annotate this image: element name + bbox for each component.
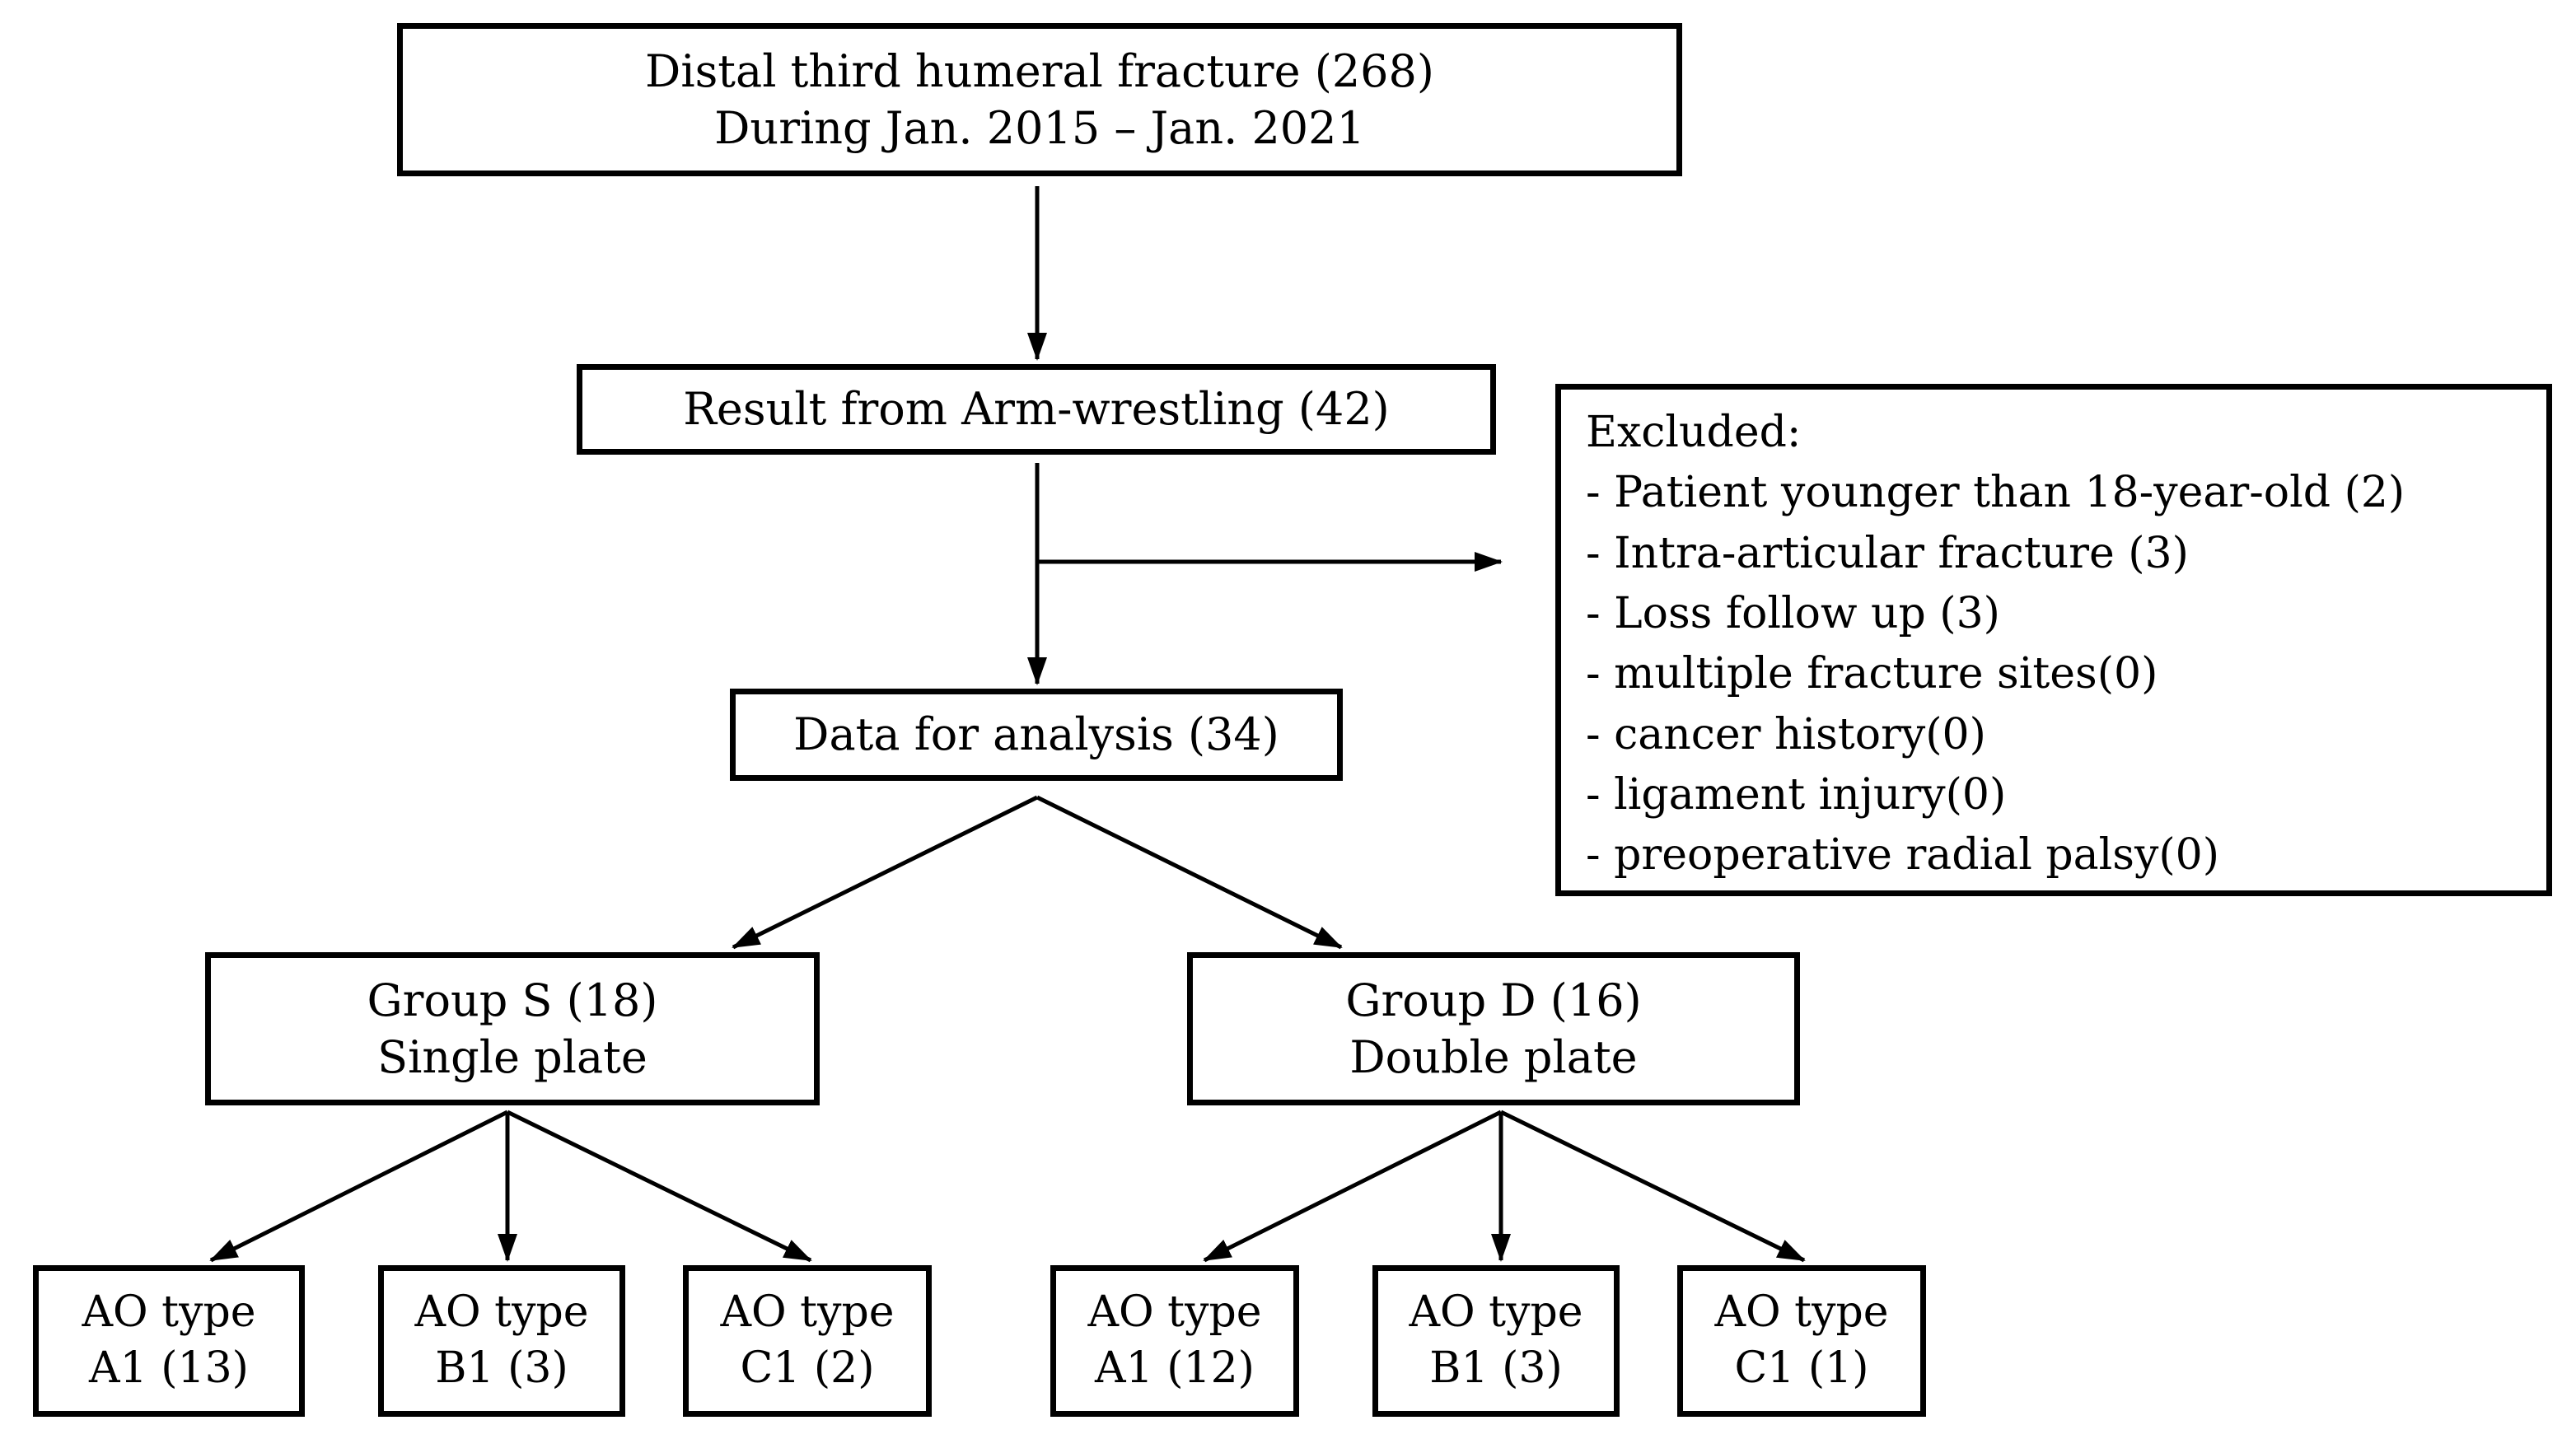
ao-type-label: AO type bbox=[1714, 1287, 1889, 1338]
arm-wrestling-label: Result from Arm-wrestling (42) bbox=[683, 383, 1390, 436]
study-period-label: During Jan. 2015 – Jan. 2021 bbox=[714, 102, 1365, 154]
ao-type-label: AO type bbox=[1409, 1287, 1583, 1338]
analysis-box: Data for analysis (34) bbox=[730, 689, 1343, 781]
arrow-analysis-to-group-d bbox=[1036, 795, 1343, 950]
excluded-item: - multiple fracture sites(0) bbox=[1586, 649, 2158, 699]
arrow-group-s-to-c1 bbox=[506, 1110, 812, 1263]
arm-wrestling-box: Result from Arm-wrestling (42) bbox=[577, 364, 1496, 455]
group-s-ao-a1-box: AO type A1 (13) bbox=[33, 1265, 305, 1417]
ao-type-count: B1 (3) bbox=[435, 1343, 568, 1393]
group-d-ao-c1-box: AO type C1 (1) bbox=[1677, 1265, 1926, 1417]
group-s-box: Group S (18) Single plate bbox=[205, 952, 820, 1105]
group-s-ao-c1-box: AO type C1 (2) bbox=[683, 1265, 932, 1417]
ao-type-count: C1 (1) bbox=[1734, 1343, 1869, 1393]
arrow-group-d-to-a1 bbox=[1203, 1110, 1503, 1263]
ao-type-count: B1 (3) bbox=[1429, 1343, 1563, 1393]
analysis-label: Data for analysis (34) bbox=[793, 708, 1279, 761]
excluded-item: - preoperative radial palsy(0) bbox=[1586, 830, 2220, 881]
ao-type-label: AO type bbox=[1087, 1287, 1262, 1338]
arrow-group-d-to-c1 bbox=[1499, 1110, 1806, 1263]
ao-type-count: C1 (2) bbox=[740, 1343, 875, 1393]
group-s-description: Single plate bbox=[377, 1031, 648, 1083]
group-s-label: Group S (18) bbox=[367, 974, 658, 1026]
arrow-analysis-to-group-s bbox=[732, 795, 1039, 950]
ao-type-label: AO type bbox=[720, 1287, 895, 1338]
group-d-description: Double plate bbox=[1349, 1031, 1638, 1083]
total-fractures-label: Distal third humeral fracture (268) bbox=[645, 44, 1434, 97]
excluded-item: - Patient younger than 18-year-old (2) bbox=[1586, 468, 2405, 518]
excluded-item: - ligament injury(0) bbox=[1586, 769, 2007, 820]
group-d-label: Group D (16) bbox=[1345, 974, 1642, 1026]
excluded-item: - Loss follow up (3) bbox=[1586, 588, 2000, 638]
ao-type-label: AO type bbox=[414, 1287, 589, 1338]
group-d-box: Group D (16) Double plate bbox=[1187, 952, 1800, 1105]
ao-type-count: A1 (13) bbox=[89, 1343, 249, 1393]
ao-type-label: AO type bbox=[82, 1287, 256, 1338]
group-d-ao-a1-box: AO type A1 (12) bbox=[1050, 1265, 1299, 1417]
excluded-box: Excluded: - Patient younger than 18-year… bbox=[1555, 384, 2552, 896]
total-fractures-box: Distal third humeral fracture (268) Duri… bbox=[397, 23, 1682, 176]
arrow-group-s-to-a1 bbox=[209, 1110, 509, 1263]
excluded-item: - Intra-articular fracture (3) bbox=[1586, 528, 2189, 578]
group-d-ao-b1-box: AO type B1 (3) bbox=[1372, 1265, 1620, 1417]
excluded-title: Excluded: bbox=[1586, 408, 1802, 457]
group-s-ao-b1-box: AO type B1 (3) bbox=[378, 1265, 625, 1417]
excluded-item: - cancer history(0) bbox=[1586, 709, 1986, 759]
ao-type-count: A1 (12) bbox=[1095, 1343, 1255, 1393]
